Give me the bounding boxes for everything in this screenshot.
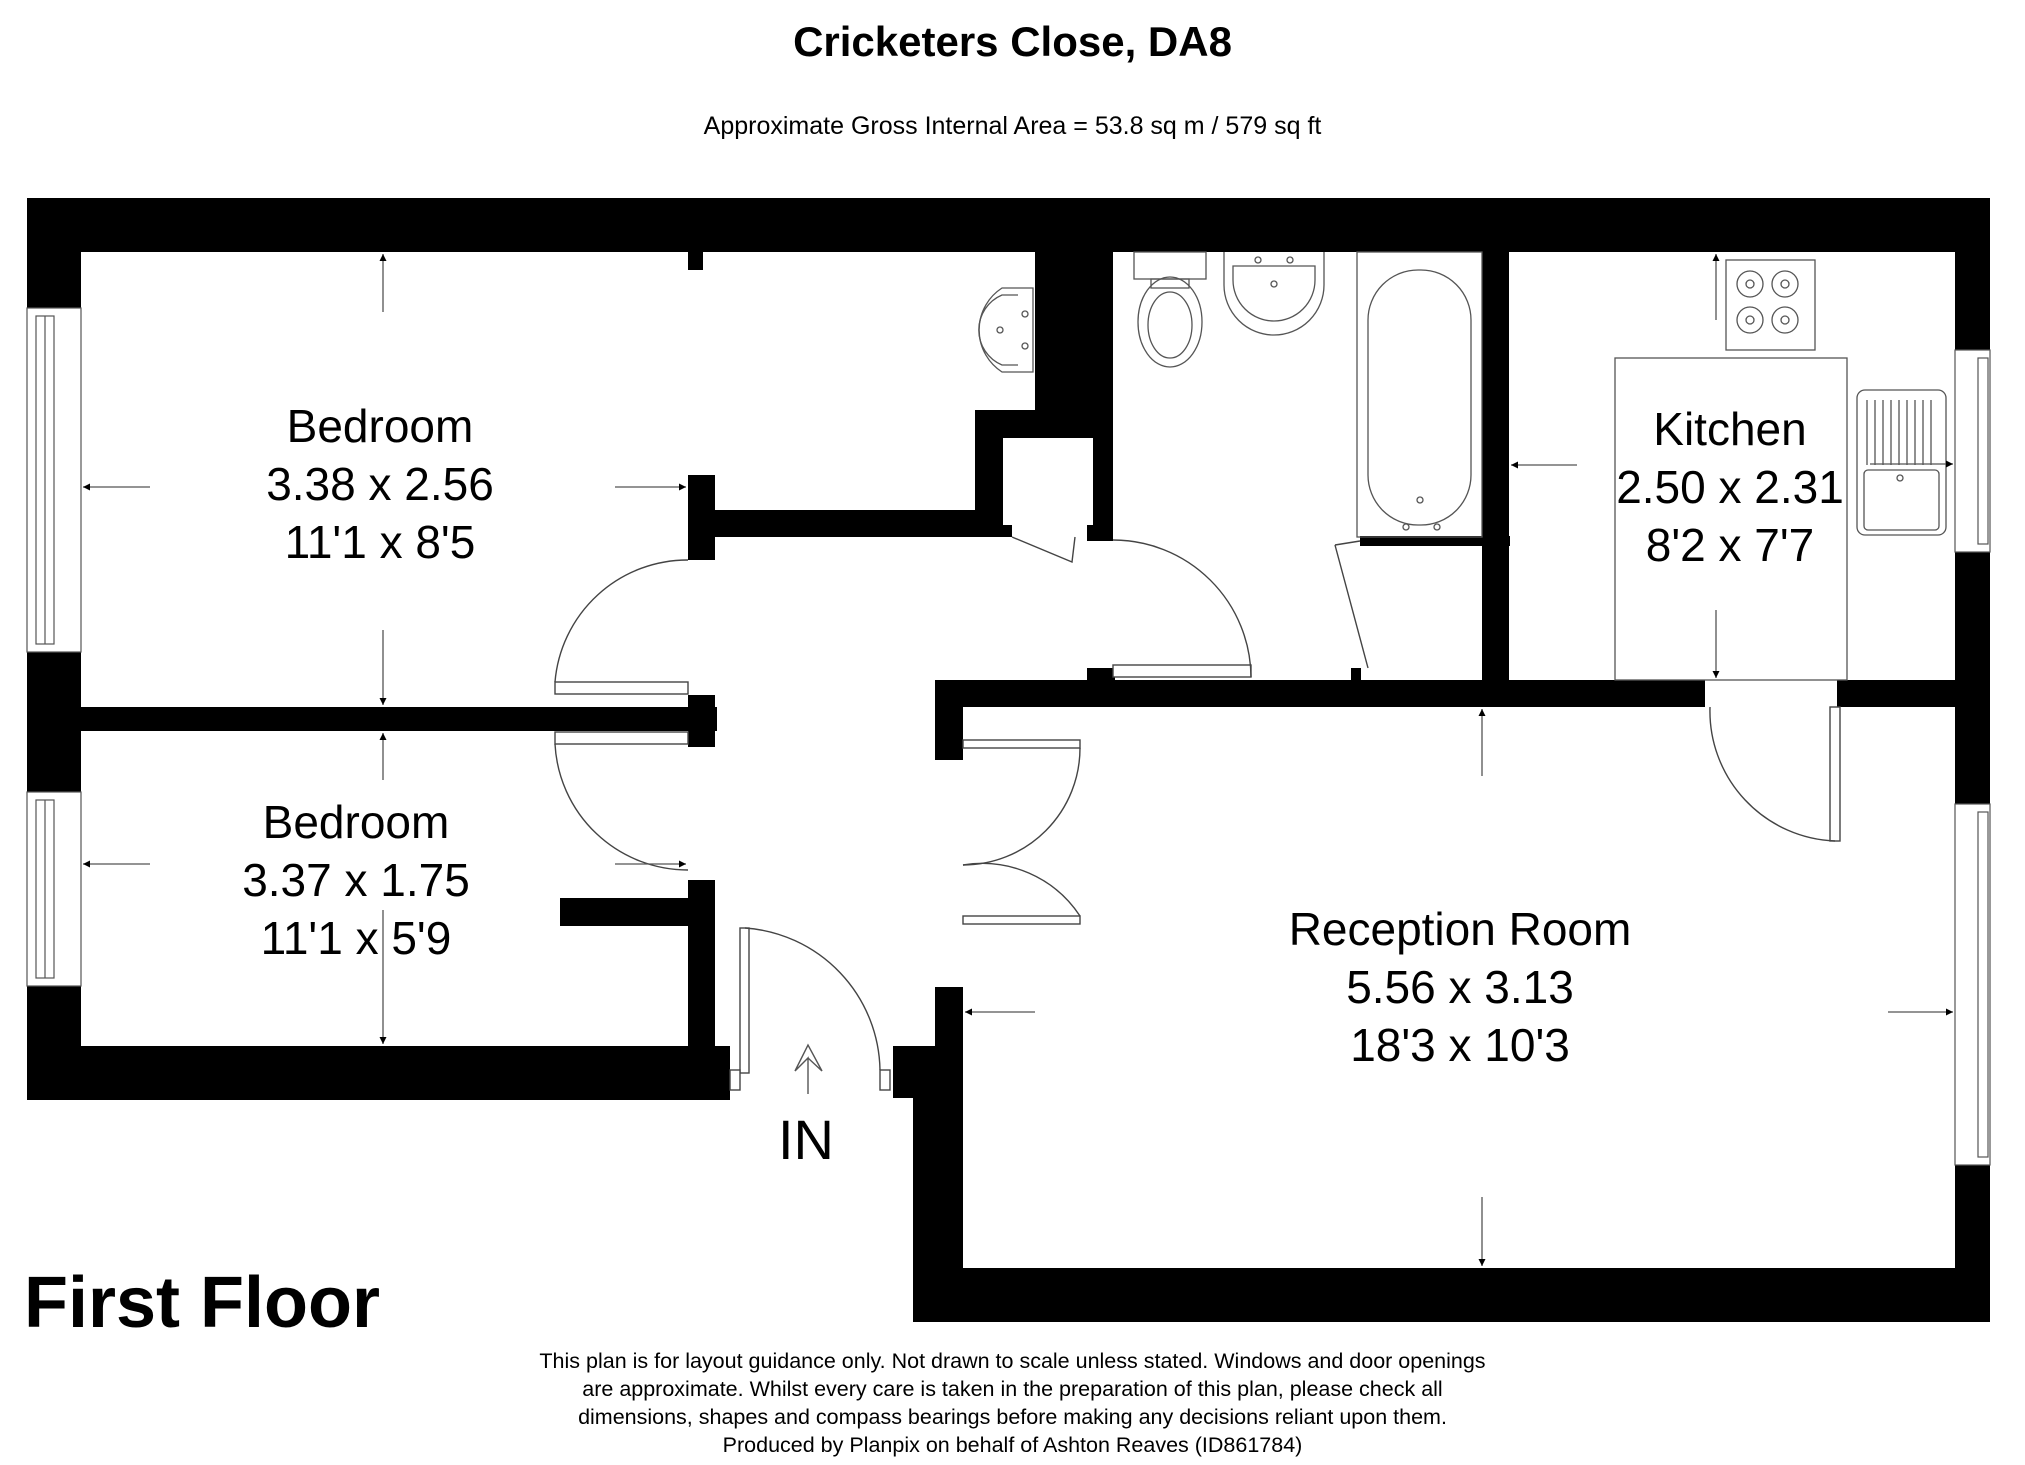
doors [554,536,1841,1091]
room-metric: 3.37 x 1.75 [242,854,470,906]
dimension-arrows [83,254,1953,1266]
room-name: Bedroom [262,796,450,848]
room-name: Reception Room [1288,903,1632,955]
plan-title: Cricketers Close, DA8 [793,18,1232,65]
hob-icon [1725,259,1816,351]
room-name: Bedroom [286,400,474,452]
room-imperial: 11'1 x 8'5 [284,516,476,568]
floor-label: First Floor [24,1263,380,1343]
room-imperial: 11'1 x 5'9 [260,912,452,964]
room-bedroom-1: Bedroom 3.38 x 2.56 11'1 x 8'5 [230,397,530,571]
room-bedroom-2: Bedroom 3.37 x 1.75 11'1 x 5'9 [206,793,506,967]
room-imperial: 18'3 x 10'3 [1350,1019,1570,1071]
basin-icon [1223,252,1325,336]
worktop-outline [1614,357,1848,681]
room-metric: 5.56 x 3.13 [1346,961,1574,1013]
entrance-label: IN [778,1108,834,1171]
entrance-arrow-icon [794,1043,823,1094]
room-kitchen: Kitchen 2.50 x 2.31 8'2 x 7'7 [1580,400,1880,574]
disclaimer-line: dimensions, shapes and compass bearings … [578,1405,1447,1429]
wash-basin-icon [978,287,1034,373]
room-metric: 2.50 x 2.31 [1616,461,1844,513]
disclaimer-line: Produced by Planpix on behalf of Ashton … [722,1433,1303,1457]
gross-internal-area: Approximate Gross Internal Area = 53.8 s… [703,112,1322,140]
disclaimer: This plan is for layout guidance only. N… [0,1347,2025,1459]
disclaimer-line: This plan is for layout guidance only. N… [539,1349,1486,1373]
bath-icon [1356,251,1483,538]
windows [26,307,1991,1166]
room-metric: 3.38 x 2.56 [266,458,494,510]
room-imperial: 8'2 x 7'7 [1645,519,1815,571]
fixtures [978,251,1947,681]
walls [27,198,1990,1322]
toilet-icon [1133,251,1207,368]
room-name: Kitchen [1653,403,1807,455]
disclaimer-line: are approximate. Whilst every care is ta… [582,1377,1443,1401]
room-reception: Reception Room 5.56 x 3.13 18'3 x 10'3 [1210,900,1710,1074]
